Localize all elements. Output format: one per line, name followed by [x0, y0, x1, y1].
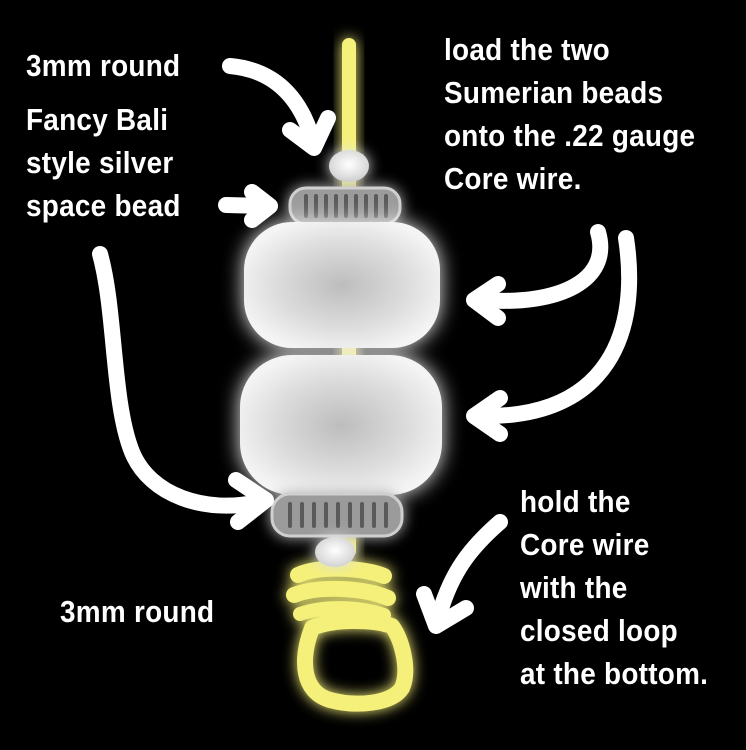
label-hold-line-2: Core wire — [520, 527, 650, 562]
sumerian-bead-lower — [240, 355, 442, 495]
label-bali-line-1: Fancy Bali — [26, 102, 169, 137]
top-bali-spacer-bead — [288, 186, 402, 226]
label-load-line-3: onto the .22 gauge — [444, 118, 696, 153]
bottom-round-bead — [315, 537, 355, 567]
label-load-line-4: Core wire. — [444, 161, 582, 196]
label-hold-line-5: at the bottom. — [520, 656, 709, 691]
label-bali-bead: Fancy Bali style silver space bead — [26, 98, 181, 227]
label-load-line-1: load the two — [444, 32, 610, 67]
label-load-line-2: Sumerian beads — [444, 75, 664, 110]
arrow-to-bottom-spacer — [92, 246, 274, 530]
label-hold-line-4: closed loop — [520, 613, 678, 648]
sumerian-bead-upper — [244, 222, 440, 348]
closed-loop — [286, 560, 414, 712]
arrow-to-top-round — [222, 58, 336, 156]
top-round-bead — [329, 150, 369, 182]
arrow-to-top-spacer — [218, 184, 278, 228]
arrow-to-lower-sumerian — [466, 230, 638, 442]
label-bali-line-2: style silver — [26, 145, 174, 180]
arrow-to-closed-loop — [416, 514, 508, 634]
label-top-round: 3mm round — [26, 44, 180, 87]
label-bottom-round-text: 3mm round — [60, 594, 215, 629]
label-bottom-round: 3mm round — [60, 590, 214, 633]
label-bali-line-3: space bead — [26, 188, 181, 223]
label-top-round-text: 3mm round — [26, 48, 181, 83]
label-hold-line-3: with the — [520, 570, 628, 605]
arrow-to-upper-sumerian — [466, 224, 609, 326]
bottom-bali-spacer-bead — [270, 492, 404, 538]
label-hold-line-1: hold the — [520, 484, 631, 519]
label-hold-instruction: hold the Core wire with the closed loop … — [520, 480, 708, 695]
label-load-instruction: load the two Sumerian beads onto the .22… — [444, 28, 695, 200]
